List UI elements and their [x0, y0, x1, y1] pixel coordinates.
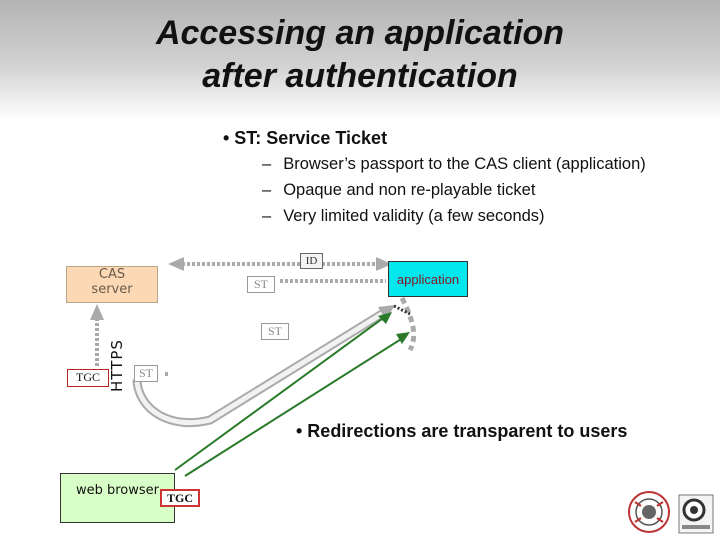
id-left-arrowhead [168, 257, 184, 271]
tgc-tag-cas: TGC [67, 369, 109, 387]
sub-bullet-text: Opaque and non re-playable ticket [283, 181, 536, 199]
cas-label: CAS [98, 267, 126, 282]
cas-server-box: CAS server [66, 266, 158, 303]
bullet-redirections: • Redirections are transparent to users [296, 421, 628, 441]
sub-bullet-3: –Very limited validity (a few seconds) [262, 207, 545, 226]
browser-app-link-1 [174, 315, 387, 471]
browser-app-link-2 [184, 335, 407, 477]
st-tag-3: ST [134, 365, 158, 382]
browser-app-arrowhead [378, 312, 392, 324]
title-line-1: Accessing an application [155, 14, 565, 52]
https-label: HTTPS [108, 339, 126, 392]
app-response-arrow [399, 296, 417, 352]
title-band [0, 0, 720, 120]
st-tag-2: ST [261, 323, 289, 340]
sub-bullet-text: Very limited validity (a few seconds) [283, 207, 545, 225]
esup-logo-icon [678, 494, 714, 534]
title-line-2: after authentication [202, 57, 518, 95]
st-tag-1: ST [247, 276, 275, 293]
sub-bullet-2: –Opaque and non re-playable ticket [262, 181, 535, 200]
https-arrowhead [90, 304, 104, 320]
dash: – [262, 207, 272, 225]
st-loop-arrowhead [378, 305, 395, 320]
application-box: application [388, 261, 468, 297]
dash: – [262, 181, 272, 199]
slide-title: Accessing an application after authentic… [0, 12, 720, 98]
browser-app-arrowhead-2 [396, 332, 410, 344]
sub-bullet-text: Browser’s passport to the CAS client (ap… [283, 155, 646, 173]
id-right-arrowhead [376, 257, 392, 271]
cas-server-label: server [91, 282, 133, 297]
id-tag: ID [300, 253, 323, 269]
web-browser-box: web browser [60, 473, 175, 523]
bullet-service-ticket: • ST: Service Ticket [223, 128, 388, 148]
tgc-tag-browser: TGC [160, 489, 200, 507]
university-seal-logo-icon [628, 491, 670, 533]
sub-bullet-1: –Browser’s passport to the CAS client (a… [262, 155, 646, 174]
dash: – [262, 155, 272, 173]
